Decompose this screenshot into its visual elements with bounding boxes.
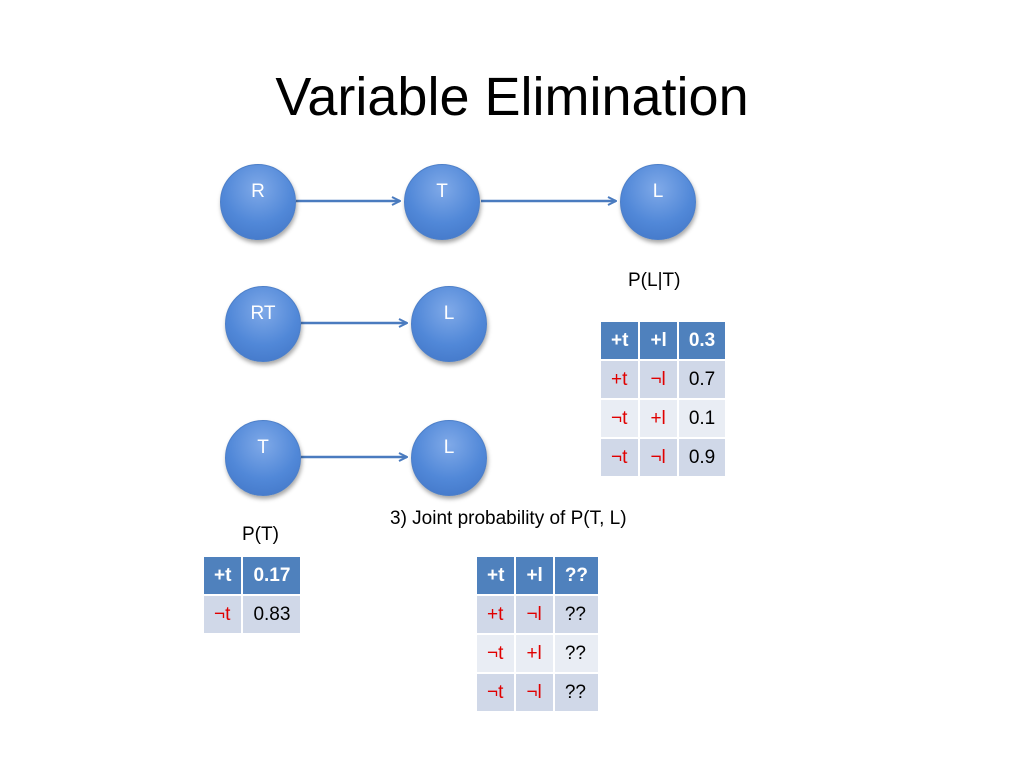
table-row: +t +l 0.3	[598, 320, 728, 361]
node-l-row3: L	[411, 420, 487, 496]
table-cell: ¬l	[638, 359, 679, 400]
node-rt: RT	[225, 286, 301, 362]
node-t: T	[404, 164, 480, 240]
table-row: +t ¬l ??	[474, 594, 601, 635]
table-cell: ¬t	[474, 672, 517, 713]
table-cell: ??	[552, 594, 601, 635]
node-t-row3: T	[225, 420, 301, 496]
table-row: +t +l ??	[474, 555, 601, 596]
table-cell: +t	[201, 555, 244, 596]
node-label: R	[251, 181, 265, 202]
node-label: L	[652, 181, 664, 202]
table-cell: +t	[598, 359, 641, 400]
table-cell: 0.1	[676, 398, 728, 439]
node-l-row2: L	[411, 286, 487, 362]
table-cell: +l	[514, 633, 555, 674]
table-cell: ¬l	[514, 594, 555, 635]
joint-table-label: 3) Joint probability of P(T, L)	[390, 508, 627, 529]
table-cell: ??	[552, 555, 601, 596]
table-row: ¬t +l ??	[474, 633, 601, 674]
table-row: ¬t ¬l 0.9	[598, 437, 728, 478]
table-cell: 0.7	[676, 359, 728, 400]
node-r: R	[220, 164, 296, 240]
pt-table-label: P(T)	[242, 524, 279, 545]
table-cell: ¬t	[474, 633, 517, 674]
table-row: +t ¬l 0.7	[598, 359, 728, 400]
table-row: ¬t ¬l ??	[474, 672, 601, 713]
table-cell: ¬t	[598, 398, 641, 439]
plt-table: +t +l 0.3 +t ¬l 0.7 ¬t +l 0.1 ¬t ¬l 0.9	[598, 320, 728, 478]
table-cell: 0.3	[676, 320, 728, 361]
table-row: ¬t 0.83	[201, 594, 303, 635]
table-cell: +l	[638, 320, 679, 361]
table-cell: +l	[514, 555, 555, 596]
table-cell: 0.9	[676, 437, 728, 478]
table-cell: ¬t	[201, 594, 244, 635]
table-row: +t 0.17	[201, 555, 303, 596]
node-label: RT	[250, 303, 276, 324]
table-cell: 0.83	[241, 594, 303, 635]
node-label: T	[257, 437, 269, 458]
slide-title: Variable Elimination	[275, 67, 749, 127]
joint-table: +t +l ?? +t ¬l ?? ¬t +l ?? ¬t ¬l ??	[474, 555, 601, 713]
table-cell: +t	[474, 594, 517, 635]
table-cell: ¬l	[638, 437, 679, 478]
table-cell: ??	[552, 672, 601, 713]
table-cell: ??	[552, 633, 601, 674]
node-label: L	[443, 303, 455, 324]
table-cell: ¬t	[598, 437, 641, 478]
plt-table-label: P(L|T)	[628, 270, 681, 291]
node-label: L	[443, 437, 455, 458]
table-cell: +t	[598, 320, 641, 361]
table-cell: +l	[638, 398, 679, 439]
pt-table: +t 0.17 ¬t 0.83	[201, 555, 303, 635]
table-row: ¬t +l 0.1	[598, 398, 728, 439]
node-l: L	[620, 164, 696, 240]
table-cell: ¬l	[514, 672, 555, 713]
node-label: T	[436, 181, 448, 202]
table-cell: +t	[474, 555, 517, 596]
table-cell: 0.17	[241, 555, 303, 596]
